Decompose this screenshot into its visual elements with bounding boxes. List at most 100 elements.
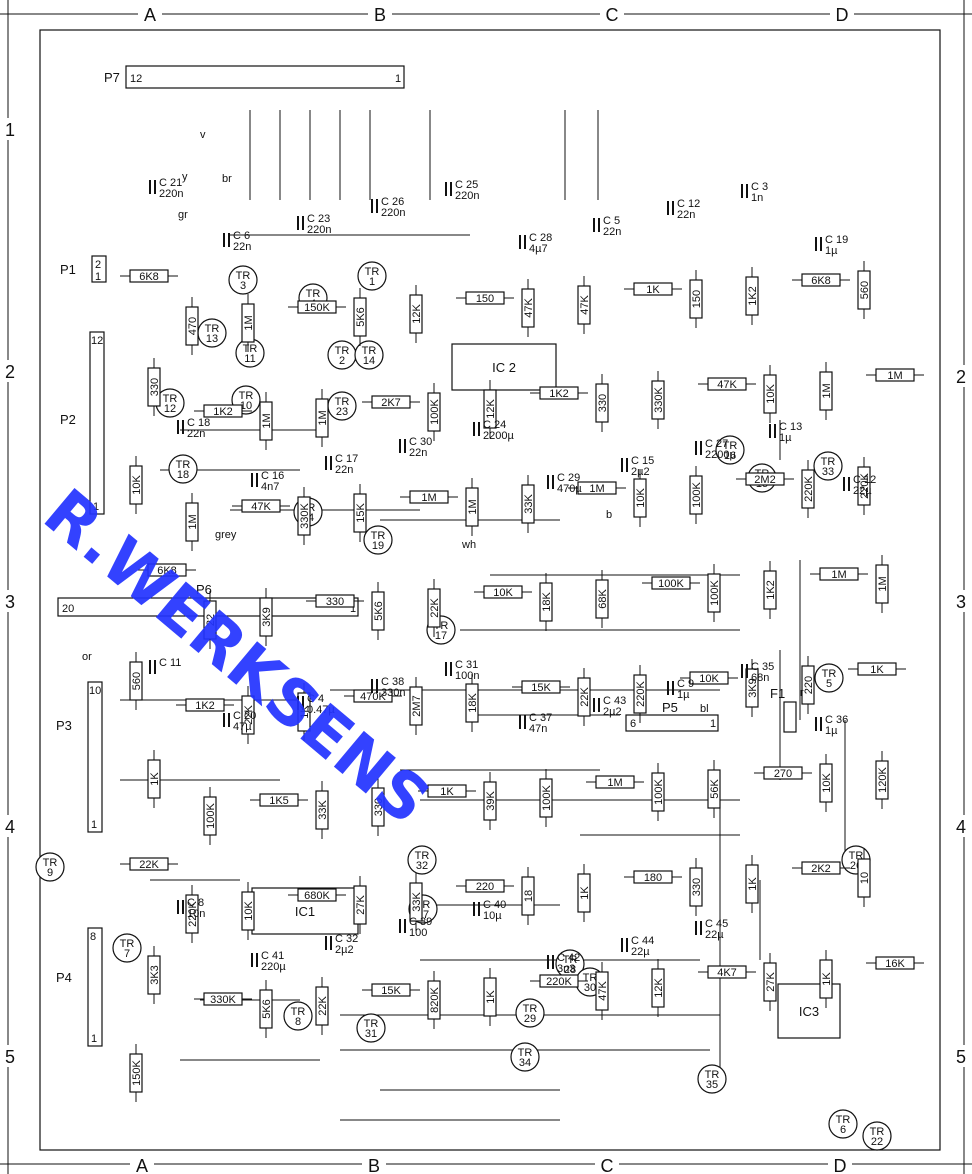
resistor: 3K3 (147, 946, 161, 1004)
resistor-value: 470 (187, 317, 199, 335)
resistor-value: 10K (821, 773, 833, 793)
grid-row-3-left: 3 (5, 592, 15, 612)
ic-1-label: IC1 (295, 904, 315, 919)
capacitor-ref: C 29 (557, 472, 580, 484)
transistor-number: 2 (339, 355, 345, 367)
capacitor-value: 470µ (557, 483, 582, 495)
connector-p3-pin-last: 1 (91, 819, 97, 831)
resistor-value: 5K6 (373, 601, 385, 621)
connector-p2-label: P2 (60, 412, 76, 427)
capacitor-value: 22µ (853, 485, 872, 497)
resistor: 16K (866, 956, 924, 970)
capacitor-ref: C 27 (705, 438, 728, 450)
resistor-value: 10K (131, 475, 143, 495)
capacitor-value: 2200µ (705, 449, 736, 461)
resistor: 560 (857, 261, 871, 319)
transistor-number: 33 (822, 466, 834, 478)
resistor-value: 1K (149, 772, 161, 786)
resistor-value: 1M (877, 576, 889, 591)
capacitor-ref: C 36 (825, 714, 848, 726)
resistor-value: 12K (485, 399, 497, 419)
resistor-value: 1M (421, 492, 436, 504)
resistor: 330K (651, 371, 665, 429)
resistor-value: 1M (607, 777, 622, 789)
resistor: 1K (745, 855, 759, 913)
resistor: 1K (483, 968, 497, 1026)
resistor-value: 330 (149, 378, 161, 396)
capacitor-ref: C 4 (307, 693, 324, 705)
capacitor-value: 4n7 (261, 481, 279, 493)
resistor: 220K (530, 974, 588, 988)
transistor: TR1 (357, 261, 387, 291)
transistor-label: TR (120, 938, 135, 950)
resistor: 47K (577, 276, 591, 334)
transistor-layer: TR3TR4TR1TR13TR11TR2TR14TR12TR10TR23TR18… (35, 261, 892, 1151)
resistor: 5K6 (259, 980, 273, 1038)
connector-p3-pin-first: 10 (89, 685, 101, 697)
capacitor-value: 2µ2 (603, 706, 622, 718)
capacitor-value: 3n3 (557, 963, 575, 975)
resistor: 22K (120, 857, 178, 871)
capacitor-value: 220n (381, 207, 405, 219)
resistor-value: 150 (476, 293, 494, 305)
capacitor-ref: C 12 (677, 198, 700, 210)
resistor: 120K (875, 751, 889, 809)
capacitor-ref: C 39 (409, 916, 432, 928)
resistor: 100K (427, 383, 441, 441)
capacitor-ref: C 17 (335, 453, 358, 465)
capacitor-value: 100n (455, 670, 479, 682)
resistor-value: 330 (691, 878, 703, 896)
resistor: 1M (586, 775, 644, 789)
resistor: 1K2 (763, 561, 777, 619)
capacitor-ref: C 32 (335, 933, 358, 945)
resistor-value: 22K (139, 859, 159, 871)
capacitor-value: 22n (409, 447, 427, 459)
resistor: 220K (801, 460, 815, 518)
wire-label: gr (178, 209, 188, 221)
capacitor-value: 1µ (825, 245, 838, 257)
resistor: 220K (633, 665, 647, 723)
connector-p4-pin-first: 8 (90, 931, 96, 943)
transistor-label: TR (291, 1006, 306, 1018)
resistor-value: 10K (493, 587, 513, 599)
resistor: 18K (539, 573, 553, 631)
resistor-value: 15K (355, 503, 367, 523)
resistor: 1K2 (176, 698, 234, 712)
wire-label: v (200, 129, 206, 141)
resistor: 330 (595, 374, 609, 432)
resistor-value: 2M2 (754, 474, 775, 486)
capacitor-ref: C 40 (483, 899, 506, 911)
capacitor-value: 4µ7 (529, 243, 548, 255)
resistor: 27K (763, 953, 777, 1011)
resistor-value: 1M (821, 383, 833, 398)
resistor-value: 68K (597, 589, 609, 609)
connector-p4-pin-last: 1 (91, 1033, 97, 1045)
capacitor-value: 2µ2 (335, 944, 354, 956)
grid-row-4-left: 4 (5, 817, 15, 837)
resistor-value: 10K (635, 488, 647, 508)
capacitor-value: 22n (187, 428, 205, 440)
resistor-value: 330K (653, 386, 665, 412)
transistor: TR3 (228, 265, 258, 295)
wire-label: bl (700, 703, 709, 715)
grid-col-d-top: D (836, 5, 849, 25)
resistor-value: 1K (646, 284, 660, 296)
resistor-value: 220 (803, 676, 815, 694)
resistor-value: 220K (546, 976, 572, 988)
capacitor-ref: C 3 (751, 181, 768, 193)
connector-p3-label: P3 (56, 718, 72, 733)
connector-p3: P3 10 1 (56, 681, 103, 833)
transistor-label: TR (335, 396, 350, 408)
